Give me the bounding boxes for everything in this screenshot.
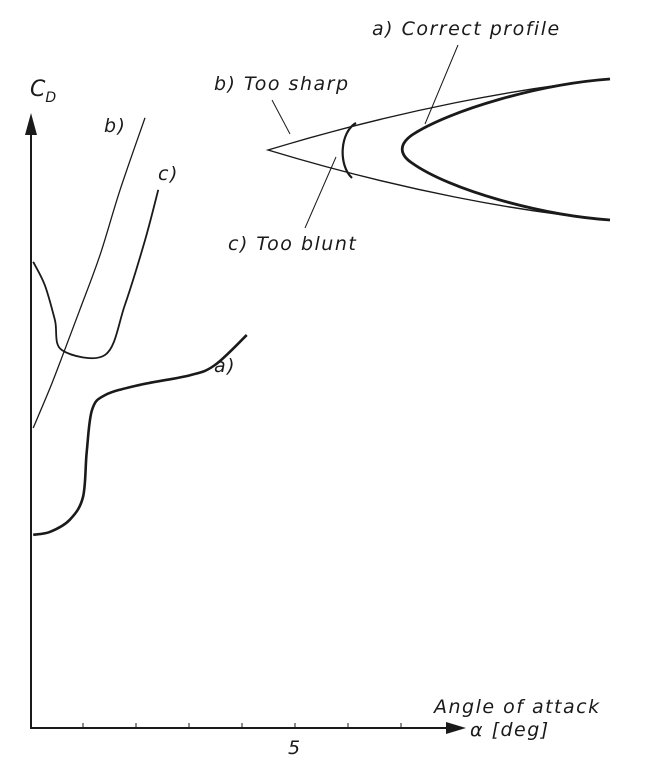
x-axis-label-line1: Angle of attack <box>432 696 601 718</box>
profile-c-blunt <box>341 122 357 179</box>
leader-line-c <box>304 156 337 229</box>
series-line-a <box>32 334 248 537</box>
leader-line-b <box>271 99 291 135</box>
series-label-b: b) <box>104 115 126 137</box>
x-axis-label-line2: α [deg] <box>470 719 550 741</box>
series-label-a: a) <box>214 355 236 377</box>
y-axis-label: CD <box>30 77 56 106</box>
profile-c-label: c) Too blunt <box>228 233 357 255</box>
series-line-b <box>32 117 146 429</box>
series-label-c: c) <box>158 163 179 185</box>
leader-line-a <box>424 44 459 125</box>
profile-b-label: b) Too sharp <box>214 73 350 95</box>
y-axis-arrow-icon <box>25 113 37 135</box>
profile-a-correct <box>400 77 611 222</box>
x-axis-arrow-icon <box>446 722 466 734</box>
x-tick-label-5: 5 <box>288 737 302 759</box>
profile-a-label: a) Correct profile <box>372 18 561 40</box>
series-line-c <box>32 189 160 360</box>
profile-b-sharp <box>265 78 611 221</box>
profile-inset <box>265 44 611 229</box>
